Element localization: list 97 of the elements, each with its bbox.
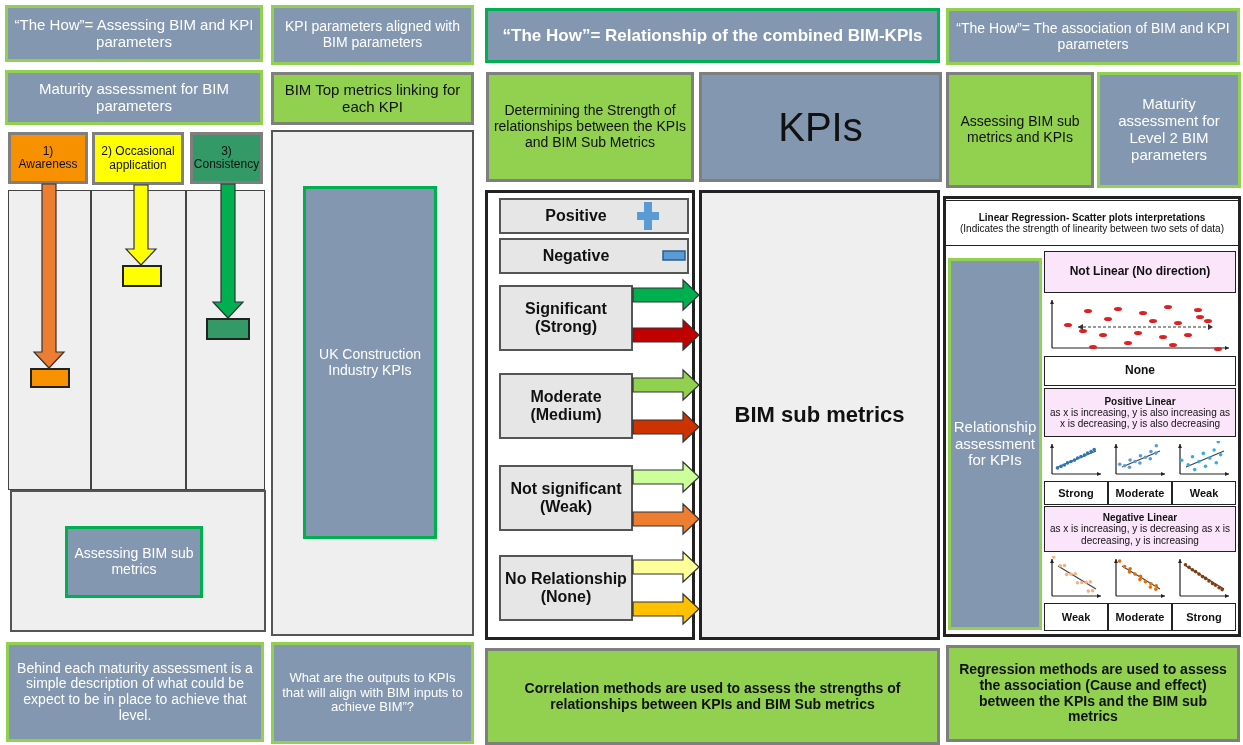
- level-text: 1) Awareness: [17, 144, 79, 172]
- table-cell: [1044, 356, 1236, 386]
- cell-text: Linear Regression- Scatter plots interpretations: [978, 211, 1206, 223]
- block-arrow: [632, 550, 700, 584]
- cell-text: Weak: [1189, 486, 1219, 500]
- block-arrow: [124, 184, 158, 266]
- block-arrow: [32, 183, 66, 369]
- cell-text: Moderate: [1115, 486, 1165, 500]
- table-cell: [1108, 603, 1172, 631]
- category-box: [499, 198, 689, 234]
- panel-text: BIM sub metrics: [734, 402, 905, 428]
- cell-text: None: [1125, 364, 1155, 378]
- cell-text: Positive Linear: [1104, 395, 1176, 407]
- category-box: [499, 465, 633, 531]
- block-arrow: [632, 368, 700, 402]
- block-arrow: [632, 592, 700, 626]
- level-text: 3) Consistency: [193, 144, 260, 172]
- header-box: [5, 70, 263, 125]
- table-cell: [1044, 251, 1236, 293]
- marker-box: [122, 265, 162, 287]
- header-text: KPIs: [778, 104, 863, 150]
- panel-box: [271, 130, 474, 636]
- table-cell: [1044, 603, 1108, 631]
- inner-text: Assessing BIM sub metrics: [73, 546, 195, 578]
- block-arrow: [632, 460, 700, 494]
- note-box: [6, 642, 264, 742]
- note-text: Correlation methods are used to assess the strengths of relationships between KPIs and BIM Sub metrics: [523, 680, 902, 713]
- block-arrow: [632, 278, 700, 312]
- header-box: [946, 8, 1240, 65]
- header-text: Maturity assessment for Level 2 BIM parameters: [1117, 96, 1221, 164]
- header-box: [271, 72, 474, 125]
- header-box: [1097, 72, 1241, 188]
- note-box: [485, 648, 940, 745]
- block-arrow: [211, 183, 245, 319]
- category-text: Negative: [542, 247, 610, 265]
- framed-panel: [943, 196, 1241, 637]
- table-cell: [1172, 481, 1236, 505]
- cell-text: Weak: [1061, 610, 1091, 624]
- header-text: Maturity assessment for BIM parameters: [37, 80, 231, 115]
- marker-box: [206, 318, 250, 340]
- category-text: Not significant (Weak): [509, 480, 623, 516]
- header-text: BIM Top metrics linking for each KPI: [283, 81, 462, 116]
- header-box: [271, 5, 474, 65]
- category-box: [499, 555, 633, 621]
- note-text: Regression methods are used to assess the association (Cause and effect) between the KPIs and the BIM sub metrics: [958, 662, 1228, 725]
- category-box: [499, 373, 633, 439]
- note-text: What are the outputs to KPIs that will align with BIM inputs to achieve BIM”?: [281, 671, 464, 715]
- category-text: No Relationship (None): [505, 570, 627, 606]
- cell-text: Moderate: [1115, 610, 1165, 624]
- side-box: [948, 258, 1042, 630]
- inner-box: [303, 186, 437, 539]
- table-cell: [1044, 388, 1236, 437]
- header-box: [5, 5, 263, 62]
- note-box: [946, 645, 1240, 742]
- cell-text: Strong: [1058, 486, 1094, 500]
- level-box: [92, 132, 184, 185]
- category-text: Significant (Strong): [524, 300, 608, 336]
- framed-panel: [485, 190, 695, 640]
- table-cell: [1108, 481, 1172, 505]
- category-text: Moderate (Medium): [529, 388, 603, 424]
- cell-text: (Indicates the strength of linearity between two sets of data): [959, 223, 1224, 235]
- side-text: Relationship assessment for KPIs: [953, 418, 1037, 470]
- category-text: Positive: [545, 207, 607, 225]
- block-arrow: [632, 410, 700, 444]
- block-arrow: [632, 318, 700, 352]
- header-box: [699, 72, 942, 182]
- panel-box: [10, 490, 266, 632]
- table-cell: [1044, 506, 1236, 552]
- category-box: [499, 238, 689, 274]
- table-cell: [945, 200, 1239, 246]
- cell-text: Negative Linear: [1102, 512, 1178, 524]
- header-text: Assessing BIM sub metrics and KPIs: [959, 114, 1081, 146]
- panel-box: [699, 190, 940, 640]
- note-text: Behind each maturity assessment is a simple description of what could be expect to be in place to achieve that level.: [16, 660, 254, 724]
- header-text: “The How”= Relationship of the combined BIM-KPIs: [502, 26, 923, 45]
- inner-text: UK Construction Industry KPIs: [318, 346, 422, 379]
- marker-box: [30, 368, 70, 388]
- category-box: [499, 285, 633, 351]
- header-text: “The How”= Assessing BIM and KPI parameters: [13, 16, 255, 51]
- table-cell: [1044, 481, 1108, 505]
- cell-text: Not Linear (No direction): [1069, 265, 1211, 279]
- inner-box: [65, 526, 203, 598]
- header-box: [486, 72, 694, 182]
- header-text: Determining the Strength of relationships between the KPIs and BIM Sub Metrics: [493, 103, 687, 151]
- cell-text: Strong: [1186, 610, 1222, 624]
- table-cell: [1172, 603, 1236, 631]
- level-box: [8, 132, 88, 184]
- header-box: [946, 72, 1094, 188]
- note-box: [271, 642, 474, 744]
- level-text: 2) Occasional application: [100, 145, 176, 172]
- level-box: [190, 132, 263, 184]
- cell-text: as x is increasing, y is decreasing as x is decreasing, y is increasing: [1049, 523, 1231, 546]
- header-box: [485, 8, 940, 63]
- header-text: KPI parameters aligned with BIM parameters: [283, 19, 462, 51]
- cell-text: as x is increasing, y is also increasing as x is decreasing, y is also decreasing: [1049, 406, 1231, 430]
- header-text: “The How”= The association of BIM and KPI parameters: [955, 20, 1231, 53]
- block-arrow: [632, 502, 700, 536]
